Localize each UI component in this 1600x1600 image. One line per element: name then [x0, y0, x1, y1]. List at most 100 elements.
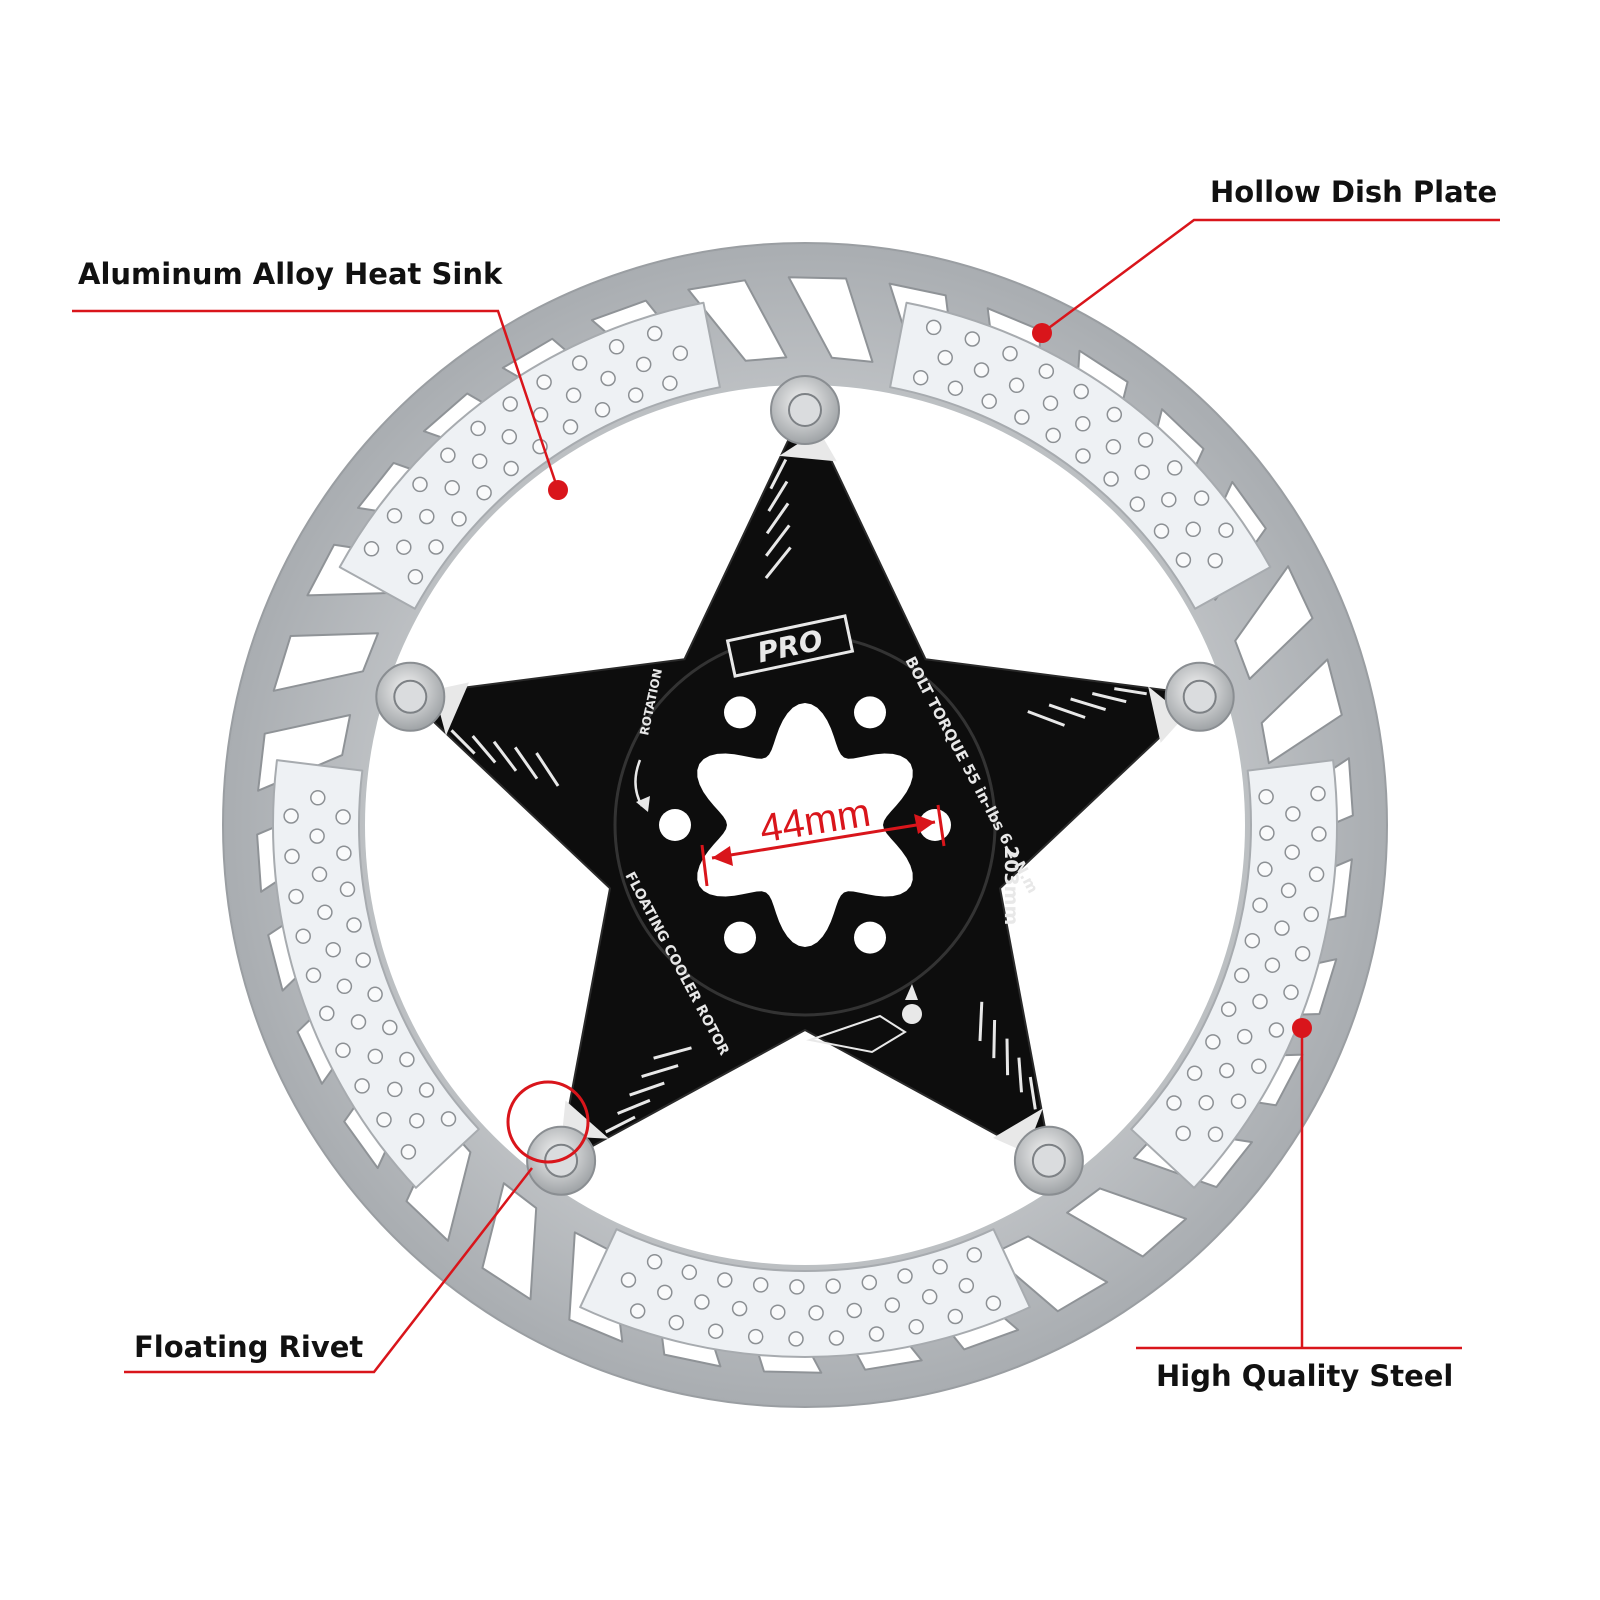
floating-rivet-group [375, 375, 1235, 1196]
vent-hole [367, 986, 383, 1003]
vent-hole [355, 952, 371, 968]
vent-hole [1234, 967, 1250, 984]
vent-hole [571, 355, 588, 371]
spider-stripes [433, 430, 1185, 1153]
vent-hole [1264, 957, 1281, 973]
vent-hole [973, 362, 990, 378]
vent-hole [1311, 826, 1327, 842]
vent-hole [1045, 427, 1061, 444]
vent-hole [608, 339, 625, 355]
vent-hole [1303, 906, 1319, 923]
vent-hole [1166, 1095, 1182, 1111]
dimension-tick-left [700, 844, 709, 887]
rivet-center [1182, 679, 1217, 714]
vent-hole [418, 1082, 435, 1098]
vent-hole [409, 1112, 425, 1129]
vent-slot [687, 279, 788, 362]
vent-hole [336, 978, 353, 995]
vent-slot [990, 1235, 1109, 1313]
dish-plate-callout-label: Hollow Dish Plate [1210, 175, 1498, 209]
vent-hole [1251, 1058, 1267, 1075]
vent-hole [897, 1268, 913, 1284]
vent-hole [1218, 522, 1234, 538]
vent-hole [981, 393, 997, 410]
vent-hole [284, 848, 300, 865]
vent-hole [476, 484, 492, 501]
vent-hole [339, 881, 356, 898]
dish-plate-callout-dot [1032, 323, 1052, 343]
spider-stripe [1091, 692, 1127, 704]
vent-hole [717, 1272, 733, 1288]
vent-hole [471, 453, 488, 469]
rotation-arrowhead-icon [636, 796, 650, 812]
vent-hole [1075, 416, 1091, 432]
vent-hole [770, 1304, 786, 1320]
vent-hole [1106, 406, 1123, 423]
vent-hole [921, 1289, 938, 1305]
vent-hole [1219, 1062, 1235, 1079]
heat-sink-group [272, 301, 1338, 1358]
vent-hole [947, 1308, 964, 1325]
spider-stripe [492, 740, 518, 772]
vent-hole [1207, 552, 1223, 569]
heat-sink-callout-dot [548, 480, 568, 500]
rivet-center [788, 393, 822, 427]
vent-hole [925, 319, 942, 336]
vent-hole [387, 1081, 403, 1098]
spider-stripe [1017, 1057, 1023, 1093]
spider-stripe [1027, 710, 1066, 727]
vent-hole [396, 539, 412, 555]
vent-hole [335, 1042, 351, 1059]
spider-stripe [769, 458, 788, 490]
vent-hole [336, 845, 352, 861]
vent-hole [1193, 490, 1210, 506]
bolt-hole [659, 809, 691, 841]
vent-hole [1134, 464, 1150, 480]
spider-stripe [1005, 1038, 1010, 1076]
vent-hole [707, 1323, 724, 1339]
vent-hole [672, 345, 689, 361]
vent-hole [594, 402, 611, 418]
vent-hole [502, 396, 518, 412]
vent-hole [1310, 785, 1326, 802]
vent-hole [1166, 460, 1183, 476]
spider-stripe [629, 1081, 665, 1097]
vent-hole [288, 888, 304, 905]
vent-slot [1066, 1187, 1188, 1258]
vent-hole [1075, 448, 1091, 464]
vent-hole [1308, 866, 1325, 883]
vent-hole [1280, 882, 1297, 899]
vent-hole [868, 1326, 885, 1342]
vent-hole [646, 325, 663, 342]
vent-hole [319, 1005, 335, 1022]
spider-stripe [1070, 697, 1107, 712]
vent-hole [412, 476, 428, 493]
vent-hole [309, 828, 325, 844]
steel-callout-label: High Quality Steel [1156, 1359, 1454, 1393]
spider-stripe [1028, 1076, 1037, 1110]
vent-slot [1260, 658, 1343, 765]
vent-hole [1274, 920, 1290, 936]
vent-hole [305, 967, 322, 984]
rivet-highlight-ring [506, 1080, 590, 1164]
vent-hole [440, 447, 456, 464]
vent-hole [1283, 984, 1299, 1001]
spider-stripe [605, 1115, 636, 1134]
vent-hole [1257, 861, 1273, 878]
vent-hole [1230, 1093, 1247, 1109]
heat-sink-arc [1130, 759, 1338, 1189]
vent-hole [828, 1330, 845, 1346]
vent-hole [808, 1305, 824, 1321]
vent-hole [470, 420, 486, 437]
vent-hole [985, 1295, 1002, 1311]
vent-hole [646, 1254, 663, 1270]
vent-hole [382, 1019, 398, 1036]
rivet-center [1031, 1143, 1066, 1178]
vent-hole [1105, 439, 1122, 455]
vent-hole [1129, 496, 1146, 512]
vent-hole [367, 1048, 384, 1065]
callout-leaders [72, 218, 1500, 1374]
bolt-hole [724, 696, 756, 729]
vent-hole [908, 1319, 924, 1335]
vent-hole [317, 904, 333, 921]
